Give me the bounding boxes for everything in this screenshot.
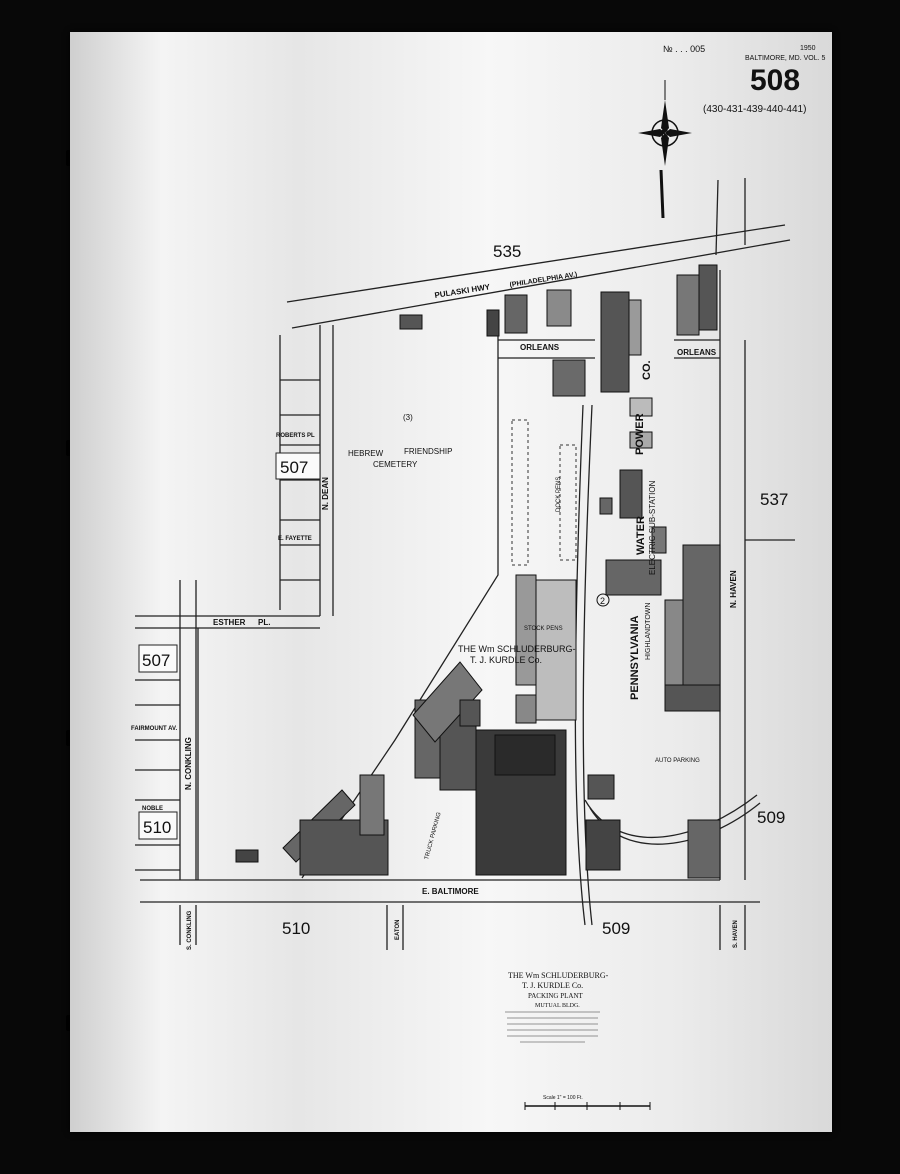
binder-hole: [66, 730, 73, 746]
buildings: [235, 264, 721, 879]
sheet-box: [275, 452, 321, 480]
compass-rose-icon: N: [638, 80, 692, 219]
street-roberts: ROBERTS PL: [276, 433, 315, 439]
street-s-haven: S. HAVEN: [733, 920, 739, 948]
footer-line-2: T. J. KURDLE Co.: [522, 981, 583, 990]
sheet-box: [138, 644, 178, 673]
footer-line-4: MUTUAL BLDG.: [535, 1003, 580, 1009]
substation-label: ELECTRIC SUB-STATION: [648, 480, 657, 575]
adjacent-sheet-507a: 507: [280, 458, 308, 477]
truck-parking: TRUCK PARKING: [424, 811, 443, 860]
power-label-3: POWER: [634, 413, 646, 455]
street-esther: ESTHER: [213, 618, 246, 627]
block-number: (3): [403, 413, 413, 422]
binder-hole: [66, 150, 73, 166]
fine-print: [505, 1011, 600, 1043]
power-label-2: WATER: [635, 516, 647, 555]
street-lines: [135, 178, 795, 950]
street-eaton: EATON: [395, 920, 401, 940]
adjacent-sheet-537: 537: [760, 490, 788, 509]
street-philadelphia: (PHILADELPHIA AV.): [509, 271, 578, 289]
footer-line-1: THE Wm SCHLUDERBURG-: [508, 971, 609, 980]
binder-hole: [66, 1015, 73, 1031]
binder-hole: [66, 440, 73, 456]
company-label-1: THE Wm SCHLUDERBURG-: [458, 644, 576, 654]
cemetery-label-2: FRIENDSHIP: [404, 447, 452, 456]
street-s-conkling: S. CONKLING: [187, 910, 193, 950]
scale-bar: [524, 1102, 651, 1110]
street-n-haven: N. HAVEN: [729, 570, 738, 608]
street-e-baltimore: E. BALTIMORE: [422, 887, 479, 896]
cemetery-label-3: CEMETERY: [373, 460, 418, 469]
street-orleans-2: ORLEANS: [677, 348, 717, 357]
adjacent-sheet-510b: 510: [282, 919, 310, 938]
footer-line-3: PACKING PLANT: [528, 992, 584, 1000]
year-label: 1950: [800, 45, 816, 52]
corner-code: № . . . 005: [663, 44, 705, 54]
highlandtown-label: HIGHLANDTOWN: [645, 603, 652, 660]
auto-parking: AUTO PARKING: [655, 758, 700, 764]
adjacent-sheet-507b: 507: [142, 651, 170, 670]
street-n-dean: N. DEAN: [321, 477, 330, 510]
dock-pens: DOCK PENS: [556, 477, 562, 512]
scale-label: Scale 1" = 100 Ft.: [543, 1095, 583, 1101]
adjacent-sheet-535: 535: [493, 242, 521, 261]
company-label-2: T. J. KURDLE Co.: [470, 655, 542, 665]
adjoining-sheets: (430-431-439-440-441): [703, 104, 806, 115]
adjacent-sheet-509b: 509: [602, 919, 630, 938]
street-e-fayette: E. FAYETTE: [278, 536, 312, 542]
block-number-2: 2: [600, 596, 605, 606]
stock-pens: STOCK PENS: [524, 626, 563, 632]
adjacent-sheet-509a: 509: [757, 808, 785, 827]
power-label-4: CO.: [641, 360, 653, 380]
north-label: N: [661, 129, 668, 140]
sheet-box: [138, 811, 178, 840]
street-orleans-1: ORLEANS: [520, 343, 560, 352]
cemetery-label-1: HEBREW: [348, 449, 384, 458]
adjacent-sheet-numbers: 535 507 507 510 537 509 510 509: [138, 242, 788, 938]
street-fairmount: FAIRMOUNT AV.: [131, 726, 177, 732]
street-noble: NOBLE: [142, 806, 163, 812]
street-n-conkling: N. CONKLING: [184, 737, 193, 790]
volume-label: BALTIMORE, MD. VOL. 5: [745, 55, 825, 62]
footer-notes: THE Wm SCHLUDERBURG- T. J. KURDLE Co. PA…: [505, 971, 651, 1110]
adjacent-sheet-510a: 510: [143, 818, 171, 837]
sheet-number: 508: [750, 64, 800, 97]
street-pl: PL.: [258, 618, 270, 627]
power-label-1: PENNSYLVANIA: [629, 615, 641, 700]
